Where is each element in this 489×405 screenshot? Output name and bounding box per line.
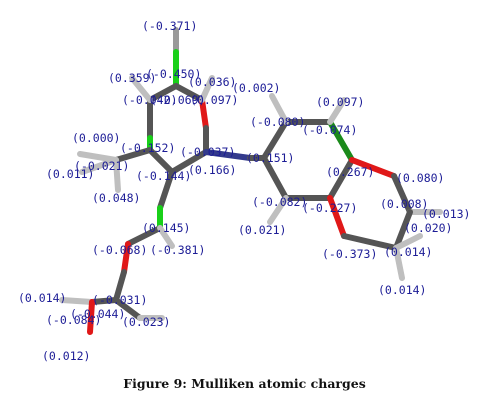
charge-label-17: (0.011) xyxy=(46,167,94,181)
bond-arom-4 xyxy=(327,157,355,201)
bond-ring-9 xyxy=(147,147,175,175)
charge-label-6: (-0.069) xyxy=(150,93,205,107)
bond-ox-2 xyxy=(391,173,413,215)
bond-arom-1 xyxy=(261,119,289,161)
charge-label-10: (0.000) xyxy=(72,131,120,145)
charge-label-1: (-0.371) xyxy=(142,19,197,33)
bond-chain-6 xyxy=(89,297,119,305)
bond-ring-8 xyxy=(169,149,209,175)
charge-label-25: (0.008) xyxy=(380,197,428,211)
charge-label-18: (-0.144) xyxy=(136,169,191,183)
bond-chain-5 xyxy=(113,269,127,303)
bond-ox-4 xyxy=(327,195,347,239)
charge-label-37: (-0.044) xyxy=(70,307,125,321)
bond-ox-5 xyxy=(341,233,399,251)
molecule-diagram: (-0.371) (0.359) (-0.450) (0.036) (-0.04… xyxy=(18,19,470,363)
charge-label-20: (0.267) xyxy=(326,165,374,179)
charge-label-22: (0.048) xyxy=(92,191,140,205)
charge-labels: (-0.371) (0.359) (-0.450) (0.036) (-0.04… xyxy=(18,19,470,363)
bond-ox-6 xyxy=(393,209,413,251)
charge-label-9: (0.097) xyxy=(316,95,364,109)
figure-caption: Figure 9: Mulliken atomic charges xyxy=(123,376,366,391)
bond-ring-2 xyxy=(147,83,179,103)
charge-label-3: (-0.450) xyxy=(146,67,201,81)
molecule-bonds xyxy=(59,27,443,335)
charge-label-21: (0.080) xyxy=(396,171,444,185)
charge-label-8: (0.002) xyxy=(232,81,280,95)
charge-label-11: (-0.080) xyxy=(250,115,305,129)
bond-chain-8 xyxy=(87,299,95,335)
charge-label-33: (0.014) xyxy=(384,245,432,259)
charge-label-5: (-0.042) xyxy=(122,93,177,107)
charge-label-12: (-0.074) xyxy=(302,123,357,137)
bond-chain-9 xyxy=(113,297,143,321)
charge-label-26: (0.013) xyxy=(422,207,470,221)
bond-arom-h-1 xyxy=(269,93,289,125)
charge-label-13: (-0.152) xyxy=(120,141,175,155)
bond-arom-3 xyxy=(327,119,355,163)
bond-chain-7 xyxy=(59,297,95,305)
bond-ring-6 xyxy=(199,97,209,131)
charge-label-4: (0.036) xyxy=(188,75,236,89)
charge-label-36: (-0.031) xyxy=(92,293,147,307)
bond-ox-7 xyxy=(393,245,405,281)
charge-label-7: (0.097) xyxy=(190,93,238,107)
charge-label-38: (-0.084) xyxy=(46,313,101,327)
charge-label-40: (0.012) xyxy=(42,349,90,363)
charge-label-15: (-0.037) xyxy=(180,145,235,159)
bond-c-h-6 xyxy=(199,75,215,103)
charge-label-27: (0.145) xyxy=(142,221,190,235)
bond-arom-6 xyxy=(261,155,289,201)
bond-chain-4 xyxy=(121,241,131,275)
charge-label-23: (-0.082) xyxy=(252,195,307,209)
bond-arom-h-3 xyxy=(267,195,289,225)
charge-label-35: (0.014) xyxy=(18,291,66,305)
bond-chain-1 xyxy=(157,169,175,211)
bond-ring-5 xyxy=(173,83,205,103)
bond-ox-8 xyxy=(393,233,423,251)
bond-chain-3 xyxy=(125,225,163,247)
charge-label-14: (-0.021) xyxy=(74,159,129,173)
bond-c-h-1 xyxy=(113,147,153,163)
bond-ox-1 xyxy=(349,157,397,179)
charge-label-32: (-0.373) xyxy=(322,247,377,261)
charge-label-31: (-0.381) xyxy=(150,243,205,257)
charge-label-16: (0.151) xyxy=(246,151,294,165)
bond-c-h-4 xyxy=(113,157,121,193)
charge-label-30: (-0.068) xyxy=(92,243,147,257)
charge-label-2: (0.359) xyxy=(108,71,156,85)
bond-chain-11 xyxy=(157,225,175,249)
bond-c-h-5 xyxy=(129,75,153,103)
charge-label-19: (0.166) xyxy=(188,163,236,177)
charge-label-28: (0.021) xyxy=(238,223,286,237)
charge-label-29: (0.020) xyxy=(404,221,452,235)
charge-label-24: (-0.227) xyxy=(302,201,357,215)
bond-c-h-3 xyxy=(79,157,119,175)
bond-link-1 xyxy=(203,149,253,161)
bond-arom-h-2 xyxy=(327,97,347,125)
charge-label-39: (0.023) xyxy=(122,315,170,329)
charge-label-34: (0.014) xyxy=(378,283,426,297)
